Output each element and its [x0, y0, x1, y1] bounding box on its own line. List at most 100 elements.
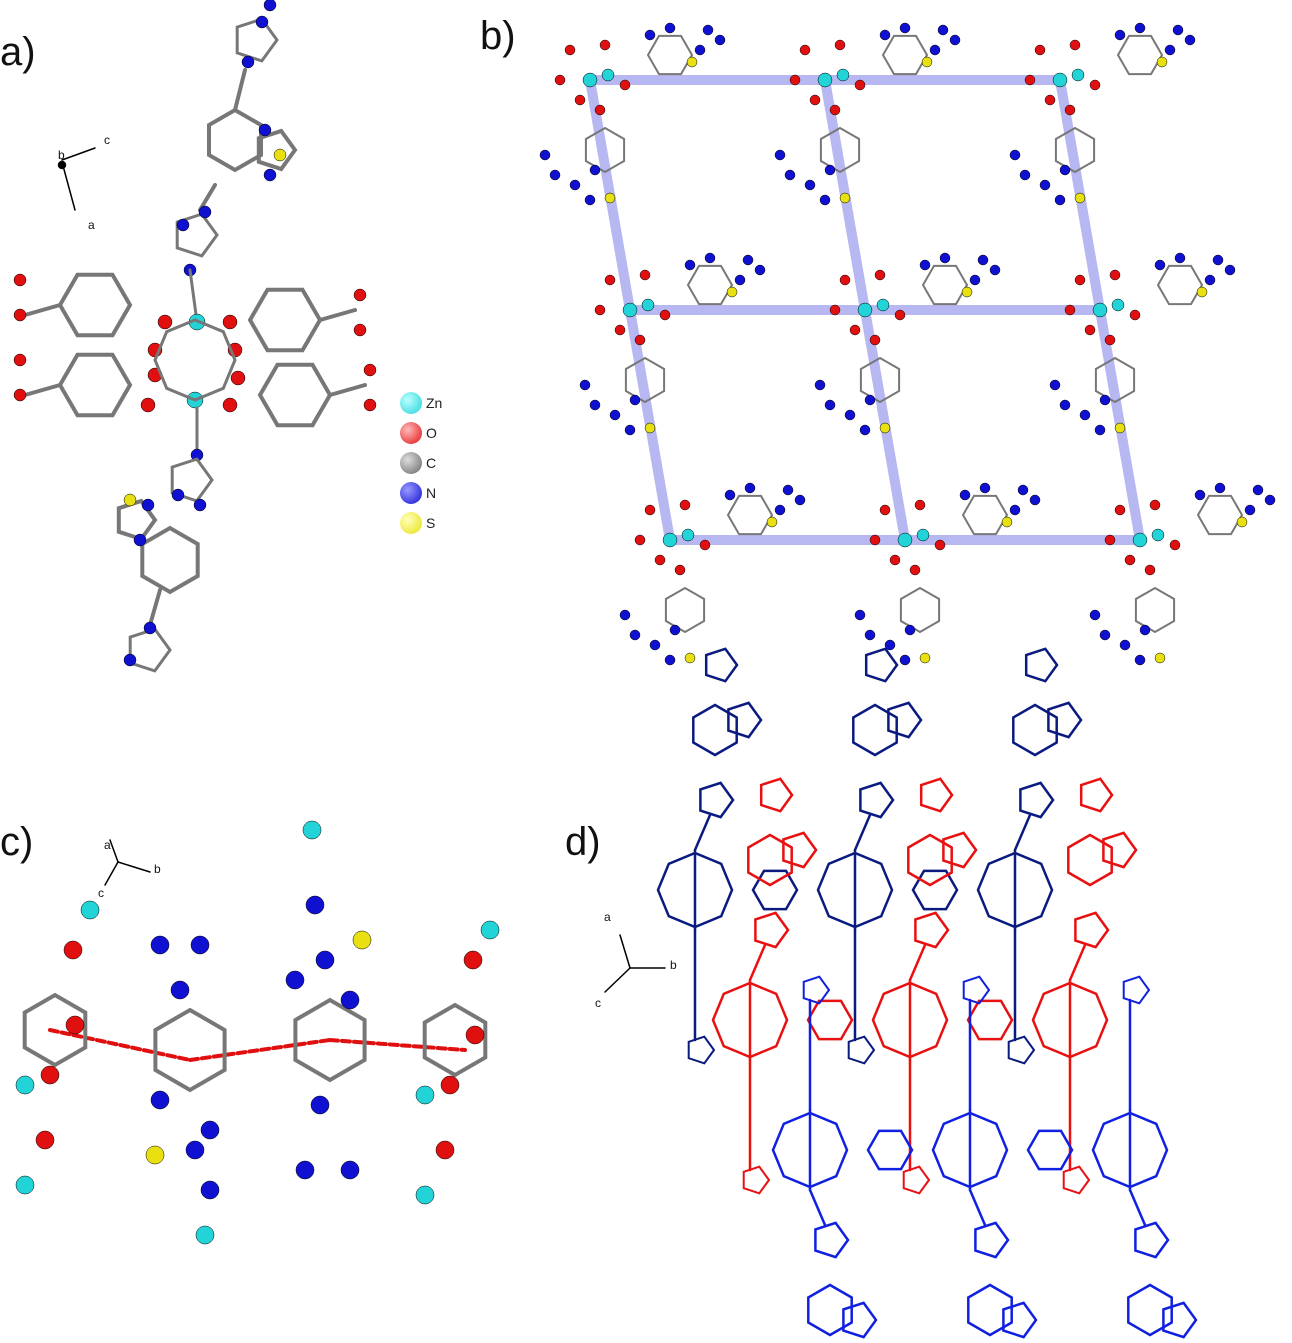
triazole-ring [859, 781, 895, 819]
axis-label: b [670, 958, 677, 972]
atom [1154, 259, 1166, 271]
atom [302, 820, 322, 840]
atom [310, 1095, 330, 1115]
atom [1236, 516, 1248, 528]
atom [1264, 494, 1276, 506]
linker-ring [966, 999, 1014, 1041]
atom [1094, 424, 1106, 436]
atom [315, 950, 335, 970]
axis-label: a [88, 218, 95, 232]
paddlewheel-node [1091, 1111, 1169, 1189]
atom [969, 274, 981, 286]
atom [601, 68, 615, 82]
atom [939, 252, 951, 264]
element-legend: Zn O C N S [400, 388, 442, 538]
atom [1059, 164, 1071, 176]
atom [624, 424, 636, 436]
benzene-ring [624, 356, 666, 404]
thiadiazole-ring [942, 831, 978, 869]
atom [255, 15, 269, 29]
thiadiazole-ring [842, 1301, 878, 1339]
linker-ring [866, 1129, 914, 1171]
atom [569, 179, 581, 191]
atom [619, 79, 631, 91]
atom [754, 264, 766, 276]
atom [415, 1185, 435, 1205]
atom [13, 273, 27, 287]
bond [328, 383, 367, 397]
benzene-ring [921, 264, 969, 306]
benzene-ring [819, 126, 861, 174]
atom [13, 388, 27, 402]
atom [1156, 56, 1168, 68]
atom [1089, 609, 1101, 621]
atom [629, 394, 641, 406]
atom [864, 629, 876, 641]
atom [604, 192, 616, 204]
n-ball-icon [400, 482, 422, 504]
atom [839, 274, 851, 286]
atom [539, 149, 551, 161]
atom [766, 516, 778, 528]
atom [273, 148, 287, 162]
axis-arrow-a [619, 934, 631, 969]
atom [639, 269, 651, 281]
atom [1052, 72, 1068, 88]
legend-item-c: C [400, 448, 442, 478]
benzene-ring [686, 264, 734, 306]
bond [1013, 813, 1032, 852]
atom [263, 168, 277, 182]
atom [959, 489, 971, 501]
benzene-ring [1134, 586, 1176, 634]
atom [702, 24, 714, 36]
atom [1059, 399, 1071, 411]
atom [609, 409, 621, 421]
atom [40, 1065, 60, 1085]
atom [13, 308, 27, 322]
atom [634, 534, 646, 546]
pi-stacking-contact [48, 1028, 192, 1062]
atom [836, 68, 850, 82]
atom [989, 264, 1001, 276]
axis-label: a [604, 910, 611, 924]
atom [817, 72, 833, 88]
atom [1244, 504, 1256, 516]
pi-stacking-contact [188, 1038, 332, 1062]
benzene-ring [422, 1002, 488, 1078]
atom [1184, 34, 1196, 46]
bond [23, 383, 62, 397]
atom [1134, 22, 1146, 34]
atom [1114, 29, 1126, 41]
benzene-ring [646, 34, 694, 76]
triazole-ring [814, 1221, 850, 1259]
atom [641, 298, 655, 312]
atom [1196, 286, 1208, 298]
thiadiazole-ring [1102, 831, 1138, 869]
benzothiadiazole-ring [967, 1283, 1013, 1337]
atom [263, 0, 277, 12]
atom [1174, 252, 1186, 264]
atom [1064, 104, 1076, 116]
benzothiadiazole-ring [1012, 703, 1058, 757]
triazole-ring [902, 1165, 931, 1195]
atom [480, 920, 500, 940]
zn-ball-icon [400, 392, 422, 414]
atom [629, 629, 641, 641]
atom [463, 950, 483, 970]
atom [829, 304, 841, 316]
atom [1079, 409, 1091, 421]
atom [1019, 169, 1031, 181]
bond [318, 308, 357, 322]
bond [748, 943, 767, 982]
thiadiazole-ring [887, 701, 923, 739]
atom [734, 274, 746, 286]
benzene-ring [1196, 494, 1244, 536]
panel-label-a: a) [0, 30, 36, 74]
atom [1092, 302, 1108, 318]
atom [222, 314, 238, 330]
legend-item-o: O [400, 418, 442, 448]
linker-ring [911, 869, 959, 911]
atom [1124, 554, 1136, 566]
triazole-ring [170, 457, 214, 503]
linker-ring [806, 999, 854, 1041]
